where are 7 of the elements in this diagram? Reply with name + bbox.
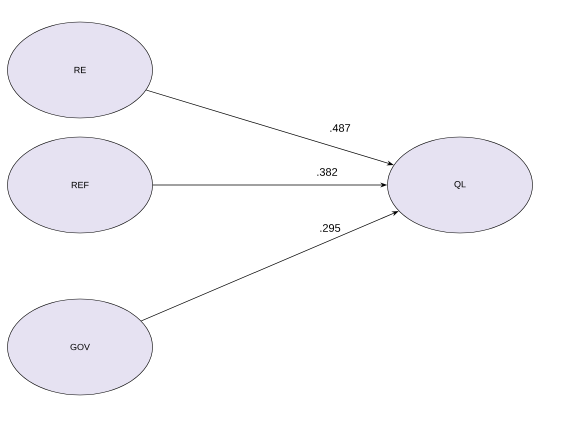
edge-label: .382 [317,168,338,176]
ellipse-node: QL [387,136,533,234]
ellipse-node: RE [7,22,153,118]
edge-label: .295 [320,224,340,232]
ellipse-node: REF [7,136,153,234]
edge-label: .487 [330,124,350,132]
ellipse-node: GOV [7,298,153,396]
